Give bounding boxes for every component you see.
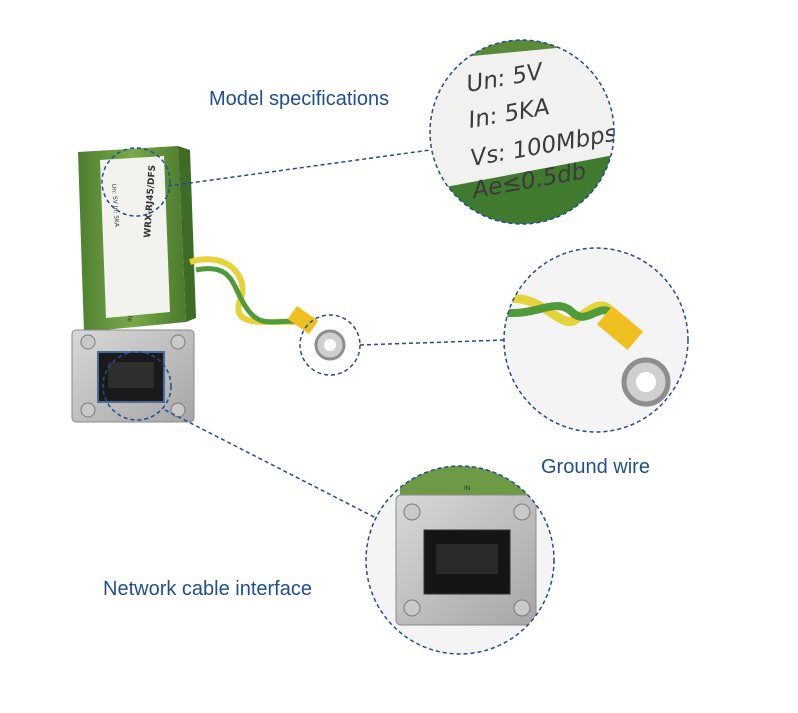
spec-connector-line: [167, 149, 431, 187]
port-zoom-in-text: IN: [464, 485, 470, 492]
surge-protector-device: Un: 5V In: 5KA WRX-RJ45/DFS IN: [71, 146, 196, 423]
model-specifications-label: Model specifications: [209, 88, 390, 110]
ground-connector-line: [359, 339, 506, 346]
spec-zoom-circle: Un: 5V In: 5KA Vs: 100Mbps Ae≤0.5db: [429, 39, 615, 225]
network-cable-interface-label: Network cable interface: [103, 578, 312, 600]
ground-zoom-circle: [503, 247, 689, 433]
body-in-text: IN: [127, 315, 134, 322]
ground-wire-label: Ground wire: [541, 456, 650, 478]
port-zoom-circle: IN: [365, 465, 555, 655]
ground-wire: [189, 256, 346, 361]
body-spec-text: Un: 5V In: 5KA: [110, 184, 120, 228]
spec-focus-circle: [101, 147, 171, 217]
port-focus-circle: [102, 351, 172, 421]
port-connector-line: [164, 409, 381, 521]
